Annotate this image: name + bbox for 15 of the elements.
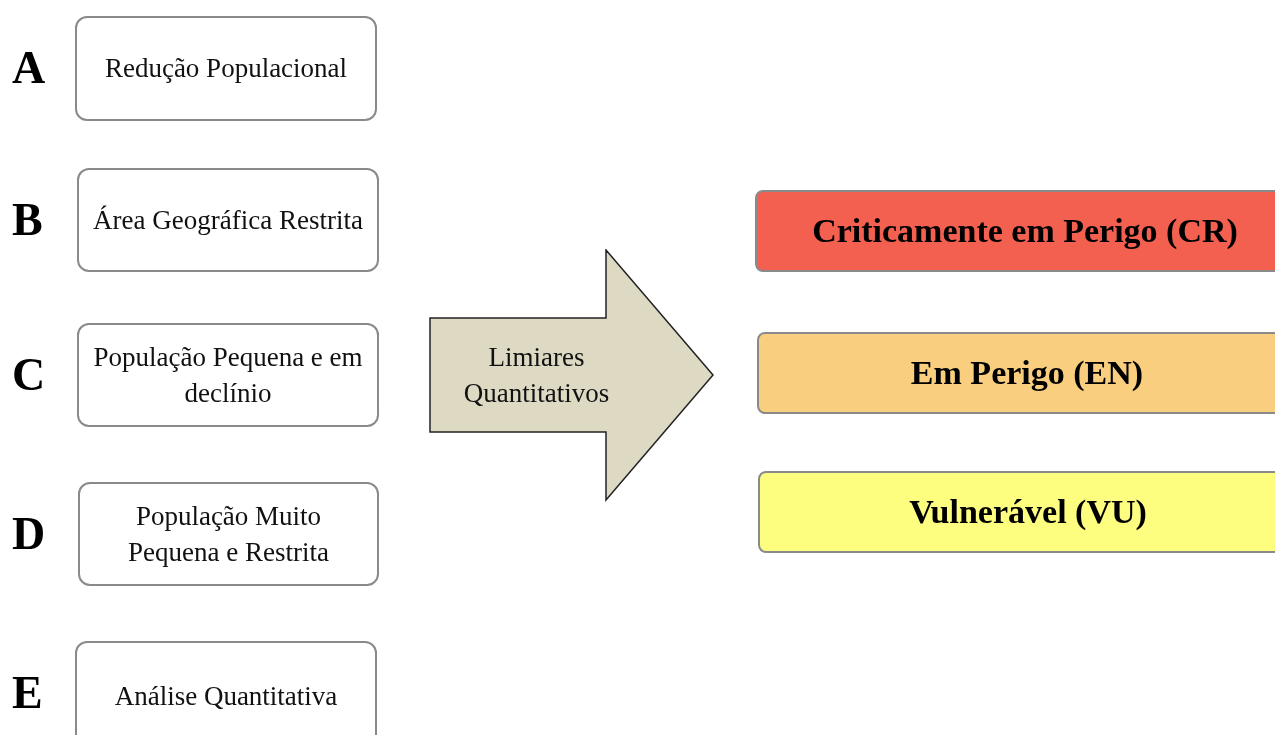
criterion-box: População Muito Pequena e Restrita [78, 482, 379, 586]
criterion-letter: D [12, 511, 46, 557]
block-arrow [429, 249, 715, 502]
category-box: Vulnerável (VU) [758, 471, 1275, 553]
category-box: Criticamente em Perigo (CR) [755, 190, 1275, 272]
criterion-box: Redução Populacional [75, 16, 377, 121]
criterion-box: População Pequena e em declínio [77, 323, 379, 427]
criterion-letter: C [12, 352, 46, 398]
criterion-box: Análise Quantitativa [75, 641, 377, 735]
criterion-letter: A [12, 45, 46, 91]
category-box: Em Perigo (EN) [757, 332, 1275, 414]
criterion-box: Área Geográfica Restrita [77, 168, 379, 272]
criterion-letter: E [12, 670, 43, 716]
arrow-label: Limiares Quantitativos [462, 341, 611, 411]
criterion-letter: B [12, 197, 43, 243]
